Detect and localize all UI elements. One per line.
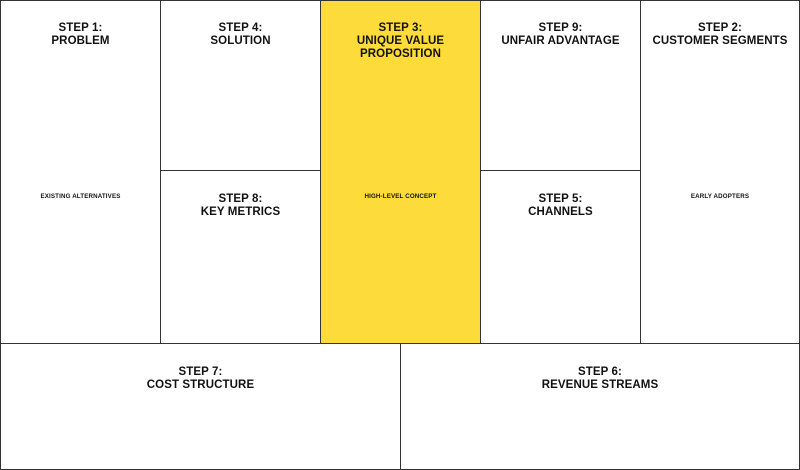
key-metrics-step-label: STEP 8: [218,193,263,205]
solution-heading: STEP 4: SOLUTION [161,22,320,48]
unfair-advantage-step-label: STEP 9: [538,22,583,34]
existing-alternatives-label: EXISTING ALTERNATIVES [40,193,121,200]
channels-heading: STEP 5: CHANNELS [481,193,640,219]
key-metrics-block[interactable]: STEP 8: KEY METRICS [161,171,321,344]
problem-heading: STEP 1: PROBLEM [1,22,160,48]
high-level-concept-label: HIGH-LEVEL CONCEPT [364,193,437,200]
customer-segments-title: CUSTOMER SEGMENTS [652,35,788,47]
channels-block[interactable]: STEP 5: CHANNELS [481,171,641,344]
problem-title: PROBLEM [51,35,110,47]
customer-segments-step-label: STEP 2: [698,22,742,34]
key-metrics-heading: STEP 8: KEY METRICS [161,193,320,219]
revenue-streams-block[interactable]: STEP 6: REVENUE STREAMS [401,344,799,469]
unfair-advantage-title: UNFAIR ADVANTAGE [501,35,620,47]
problem-step-label: STEP 1: [58,22,103,34]
revenue-streams-heading: STEP 6: REVENUE STREAMS [401,366,799,392]
channels-title: CHANNELS [528,206,593,218]
solution-step-label: STEP 4: [218,22,263,34]
solution-title: SOLUTION [210,35,271,47]
problem-block[interactable]: STEP 1: PROBLEM EXISTING ALTERNATIVES [1,1,161,344]
customer-segments-heading: STEP 2: CUSTOMER SEGMENTS [641,22,799,48]
cost-structure-step-label: STEP 7: [178,366,223,378]
cost-structure-title: COST STRUCTURE [146,379,255,391]
cost-structure-block[interactable]: STEP 7: COST STRUCTURE [1,344,401,469]
revenue-streams-step-label: STEP 6: [578,366,622,378]
unique-value-proposition-block[interactable]: STEP 3: UNIQUE VALUE PROPOSITION HIGH-LE… [321,1,481,344]
uvp-step-label: STEP 3: [378,22,423,34]
channels-step-label: STEP 5: [538,193,583,205]
key-metrics-title: KEY METRICS [200,206,281,218]
uvp-title-line-2: PROPOSITION [360,48,441,60]
uvp-heading: STEP 3: UNIQUE VALUE PROPOSITION [321,22,480,61]
uvp-title-line-1: UNIQUE VALUE [356,35,445,47]
unfair-advantage-heading: STEP 9: UNFAIR ADVANTAGE [481,22,640,48]
customer-segments-block[interactable]: STEP 2: CUSTOMER SEGMENTS EARLY ADOPTERS [641,1,799,344]
cost-structure-heading: STEP 7: COST STRUCTURE [1,366,400,392]
solution-block[interactable]: STEP 4: SOLUTION [161,1,321,171]
unfair-advantage-block[interactable]: STEP 9: UNFAIR ADVANTAGE [481,1,641,171]
revenue-streams-title: REVENUE STREAMS [541,379,659,391]
early-adopters-label: EARLY ADOPTERS [690,193,750,200]
